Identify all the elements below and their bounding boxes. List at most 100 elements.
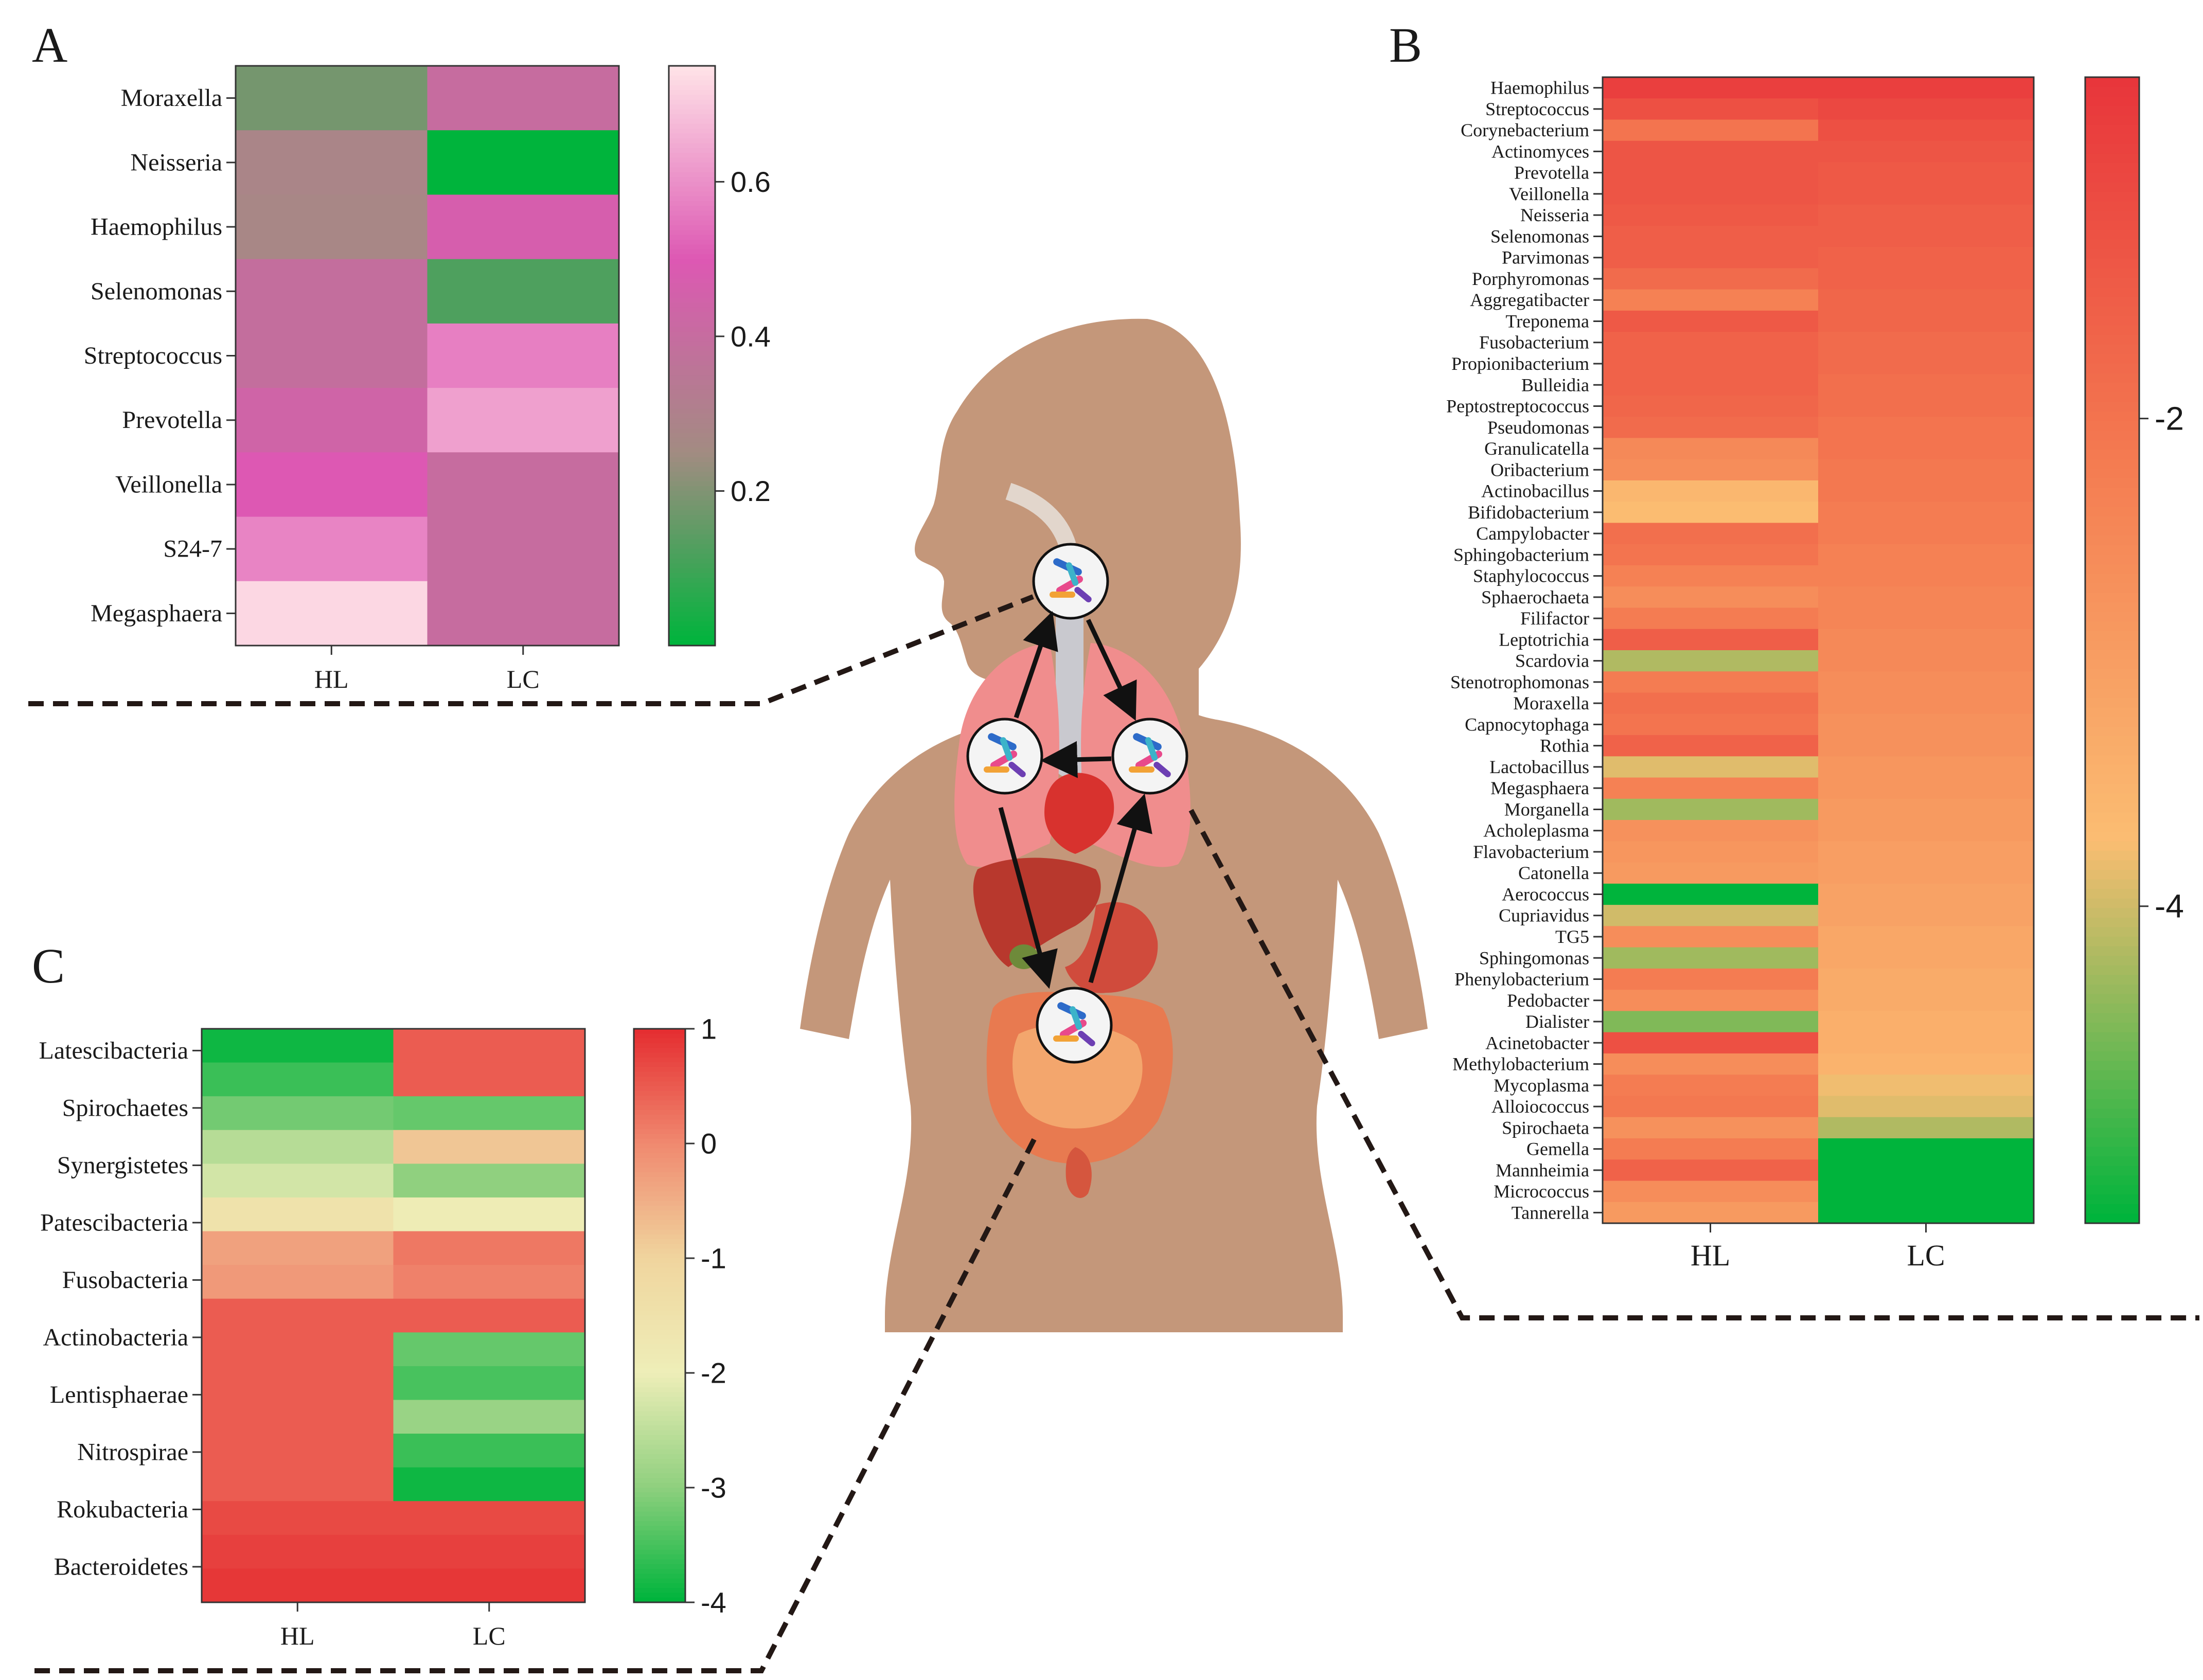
colorbar-segment (2085, 545, 2139, 556)
colorbar-segment (634, 1081, 685, 1087)
heatmap-cell (1603, 225, 1819, 247)
colorbar-segment (634, 1564, 685, 1569)
colorbar-segment (2085, 994, 2139, 1004)
heatmap-cell (1818, 1011, 2034, 1033)
colorbar-segment (669, 481, 715, 487)
heatmap-cell (393, 1164, 585, 1198)
heatmap-cell (1603, 1159, 1819, 1182)
colorbar-segment (669, 119, 715, 124)
colorbar-segment (634, 1105, 685, 1111)
colorbar-segment (2085, 1032, 2139, 1043)
heatmap-cell (1818, 607, 2034, 630)
colorbar-segment (634, 1535, 685, 1541)
colorbar-segment (2085, 478, 2139, 489)
row-label: Rokubacteria (57, 1496, 188, 1523)
colorbar-segment (669, 471, 715, 477)
colorbar-segment (669, 626, 715, 632)
colorbar-segment (2085, 1070, 2139, 1081)
heatmap-cell (1603, 77, 1819, 99)
colorbar-segment (669, 442, 715, 448)
heatmap-cell (202, 1029, 394, 1063)
colorbar-segment (2085, 306, 2139, 316)
colorbar-segment (669, 525, 715, 530)
heatmap-cell (1818, 1053, 2034, 1075)
column-label: HL (1691, 1239, 1730, 1272)
colorbar-segment (634, 1574, 685, 1579)
colorbar-segment (634, 1435, 685, 1440)
arrow-lung-to-gut (998, 807, 1058, 989)
colorbar-segment (669, 501, 715, 506)
colorbar-segment (634, 1253, 685, 1259)
colorbar-segment (669, 182, 715, 187)
colorbar-segment (2085, 793, 2139, 803)
colorbar-segment (634, 1244, 685, 1249)
colorbar-tick-label: -4 (701, 1586, 726, 1619)
colorbar-segment (669, 380, 715, 385)
colorbar-segment (669, 162, 715, 168)
row-label: Patescibacteria (40, 1209, 188, 1236)
microbe-bubble-throat (1032, 543, 1109, 620)
colorbar-segment (634, 1277, 685, 1283)
heatmap-cell (202, 1332, 394, 1367)
colorbar-segment (669, 317, 715, 323)
colorbar-segment (2085, 497, 2139, 508)
colorbar-segment (669, 167, 715, 173)
heatmap-panel-b: HaemophilusStreptococcusCorynebacteriumA… (1446, 76, 2184, 1272)
heatmap-cell (1603, 629, 1819, 651)
heatmap-frame (1602, 76, 2035, 1224)
microbe-bubble-right-lung (1111, 718, 1188, 795)
colorbar-segment (2085, 1099, 2139, 1109)
colorbar-segment (634, 1549, 685, 1555)
colorbar-segment (634, 1411, 685, 1417)
colorbar-segment (669, 259, 715, 264)
heatmap-cell (1818, 417, 2034, 439)
colorbar-segment (669, 327, 715, 332)
heatmap-cell (1603, 607, 1819, 630)
colorbar-segment (2085, 335, 2139, 345)
heatmap-cell (393, 1534, 585, 1569)
colorbar-segment (669, 186, 715, 192)
colorbar-segment (634, 1177, 685, 1183)
colorbar-segment (634, 1115, 685, 1120)
heatmap-cell (393, 1400, 585, 1434)
colorbar-segment (669, 520, 715, 526)
colorbar-segment (2085, 937, 2139, 947)
colorbar-segment (634, 1296, 685, 1302)
colorbar-segment (669, 143, 715, 149)
colorbar-segment (2085, 210, 2139, 221)
colorbar-segment (2085, 172, 2139, 183)
colorbar-segment (634, 1224, 685, 1230)
heatmap-cell (1603, 523, 1819, 545)
colorbar-segment (634, 1062, 685, 1068)
heatmap-cell (1603, 310, 1819, 332)
heatmap-cell (1818, 692, 2034, 714)
colorbar-segment (2085, 459, 2139, 470)
colorbar-segment (634, 1382, 685, 1388)
colorbar-segment (2085, 516, 2139, 527)
colorbar-segment (2085, 602, 2139, 613)
colorbar-segment (2085, 325, 2139, 336)
colorbar-segment (669, 99, 715, 105)
heatmap-cell (1603, 565, 1819, 587)
colorbar-segment (669, 153, 715, 158)
connector-a (28, 594, 1034, 706)
colorbar-segment (634, 1330, 685, 1335)
colorbar-segment (634, 1482, 685, 1488)
heatmap-cell (1603, 247, 1819, 269)
colorbar-segment (669, 433, 715, 438)
colorbar-segment (2085, 1194, 2139, 1205)
colorbar-segment (634, 1378, 685, 1383)
colorbar-segment (634, 1292, 685, 1297)
colorbar-segment (634, 1229, 685, 1235)
colorbar-segment (669, 539, 715, 545)
row-label: Aerococcus (1502, 884, 1589, 904)
colorbar-segment (669, 225, 715, 231)
colorbar-tick-label: 0.2 (731, 475, 771, 507)
heatmap-cell (1603, 353, 1819, 375)
colorbar-segment (634, 1593, 685, 1598)
heatmap-cell (427, 259, 619, 324)
heatmap-cell (202, 1568, 394, 1603)
colorbar-tick-label: 0.6 (731, 166, 771, 198)
heatmap-cell (1603, 862, 1819, 884)
heatmap-cell (202, 1164, 394, 1198)
